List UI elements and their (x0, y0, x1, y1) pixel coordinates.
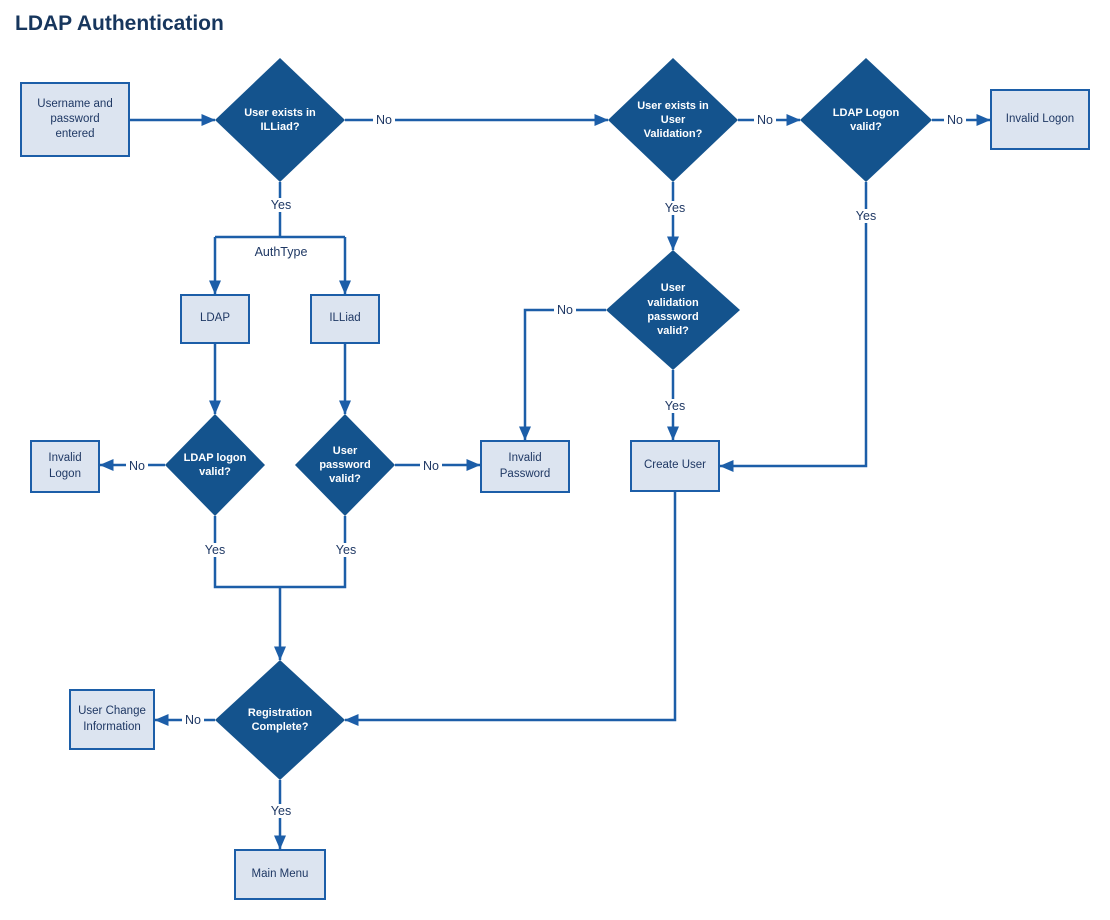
node-main-menu: Main Menu (234, 849, 326, 900)
node-label: Create User (644, 459, 706, 472)
node-invalid-password: Invalid Password (480, 440, 570, 493)
edge-label-yes: Yes (201, 543, 229, 557)
connector-create-user-to-registration (344, 492, 677, 726)
edge-label-yes: Yes (661, 201, 689, 215)
edge-label-yes: Yes (661, 399, 689, 413)
edge-label-yes: Yes (267, 804, 295, 818)
node-label: LDAP Logon valid? (832, 106, 900, 133)
node-label: User exists in User Validation? (637, 99, 709, 141)
node-label: User Change Information (78, 705, 146, 733)
node-label: ILLiad (329, 312, 361, 325)
node-label: LDAP (199, 312, 231, 325)
connector-yes-merge (213, 516, 347, 589)
edge-label-no: No (420, 459, 442, 473)
connector-val-pass-no (519, 308, 606, 441)
connector-ldap-top-yes-to-create-user (719, 182, 868, 472)
node-label: User password valid? (319, 444, 371, 486)
edge-label-no: No (373, 113, 395, 127)
edge-label-no: No (126, 459, 148, 473)
node-invalid-logon-left: Invalid Logon (30, 440, 100, 493)
node-label: User validation password valid? (647, 282, 699, 338)
node-ldap: LDAP (180, 294, 250, 344)
edge-label-yes: Yes (852, 209, 880, 223)
node-illiad: ILLiad (310, 294, 380, 344)
edge-label-no: No (754, 113, 776, 127)
page-title: LDAP Authentication (15, 12, 224, 35)
node-user-change-information: User Change Information (69, 689, 155, 750)
edge-label-yes: Yes (267, 198, 295, 212)
node-label: LDAP logon valid? (183, 451, 247, 478)
edge-label-no: No (182, 713, 204, 727)
node-label: Invalid Logon (1005, 112, 1075, 125)
node-label: Invalid Logon (48, 452, 82, 480)
node-create-user: Create User (630, 440, 720, 492)
edge-label-no: No (944, 113, 966, 127)
edge-label-no: No (554, 303, 576, 317)
node-invalid-logon-right: Invalid Logon (990, 89, 1090, 150)
node-label: Invalid Password (499, 452, 551, 480)
node-label: User exists in ILLiad? (244, 106, 316, 133)
node-label: Main Menu (251, 867, 309, 880)
edge-label-authtype: AuthType (251, 245, 311, 259)
node-username-password-entered: Username and password entered (20, 82, 130, 157)
node-label: Registration Complete? (247, 706, 313, 733)
edge-label-yes: Yes (332, 543, 360, 557)
node-label: Username and password entered (37, 97, 113, 141)
